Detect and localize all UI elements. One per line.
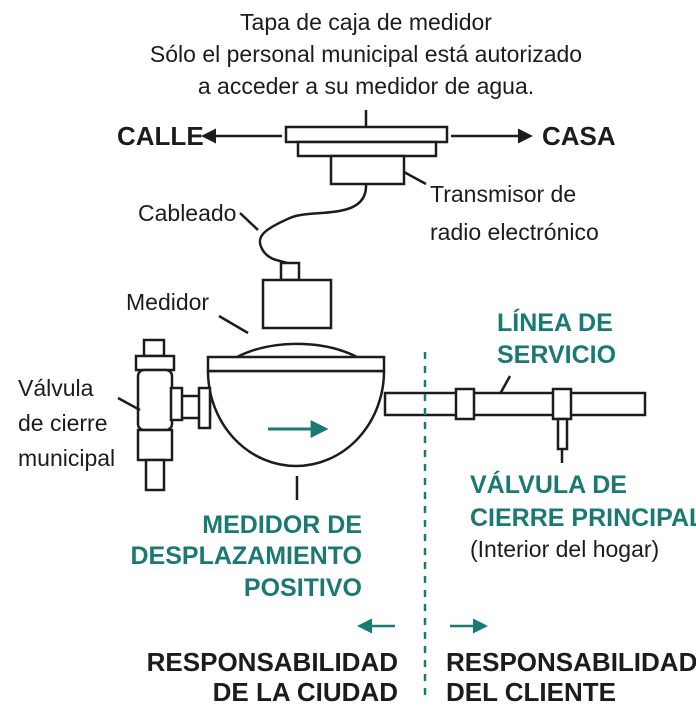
- wiring-cable: [258, 183, 368, 266]
- house-label: CASA: [542, 121, 616, 151]
- valve-cap: [142, 338, 166, 358]
- valve-outlet: [169, 386, 184, 422]
- meter-box-lid: [284, 125, 449, 144]
- meter-label: Medidor: [126, 289, 209, 315]
- main-valve-label-line3: (Interior del hogar): [470, 536, 659, 562]
- wiring-leader-line: [239, 212, 259, 231]
- valve-pipe-down: [144, 458, 166, 492]
- service-coupling: [454, 387, 476, 421]
- customer-responsibility-line1: RESPONSABILIDAD: [446, 647, 696, 677]
- municipal-valve-label-line3: municipal: [18, 445, 115, 471]
- lid-label-line2: Sólo el personal municipal está autoriza…: [150, 41, 582, 67]
- main-valve-label-line2: CIERRE PRINCIPAL: [470, 504, 696, 532]
- street-label: CALLE: [117, 121, 204, 151]
- wiring-label: Cableado: [138, 200, 236, 226]
- pd-meter-label-line2: DESPLAZAMIENTO: [131, 542, 363, 570]
- meter-leader-line: [218, 314, 249, 335]
- pd-meter-label-line3: POSITIVO: [244, 574, 362, 602]
- transmitter-leader-line: [403, 170, 427, 186]
- municipal-valve-label-line2: de cierre: [18, 410, 107, 436]
- customer-responsibility-line2: DEL CLIENTE: [446, 677, 616, 705]
- main-valve-body: [551, 387, 573, 421]
- city-responsibility-line1: RESPONSABILIDAD: [147, 647, 398, 677]
- valve-body: [136, 368, 174, 432]
- service-line-label-line1: LÍNEA DE: [497, 308, 613, 337]
- meter-top-nub: [279, 261, 301, 282]
- meter-body: [206, 369, 386, 468]
- main-valve-stem: [556, 417, 569, 451]
- service-pipe: [383, 391, 647, 417]
- transmitter-label-line2: radio electrónico: [430, 219, 599, 245]
- municipal-valve-leader-line: [117, 396, 141, 412]
- service-line-label-line2: SERVICIO: [497, 341, 616, 369]
- main-valve-label-line1: VÁLVULA DE: [470, 470, 627, 499]
- lid-label-line1: Tapa de caja de medidor: [240, 9, 492, 35]
- lid-rim: [296, 140, 438, 158]
- meter-inlet-coupler: [197, 386, 212, 430]
- lid-label-line3: a acceder a su medidor de agua.: [198, 73, 534, 99]
- service-line-leader-line: [498, 375, 512, 395]
- meter-head: [261, 278, 333, 330]
- transmitter-label-line1: Transmisor de: [430, 181, 576, 207]
- pd-meter-label-line1: MEDIDOR DE: [202, 511, 362, 539]
- radio-transmitter: [329, 154, 406, 186]
- valve-stem-lower: [136, 428, 174, 462]
- valve-bonnet: [134, 354, 176, 372]
- municipal-valve-label-line1: Válvula: [18, 375, 94, 401]
- meter-flange: [206, 355, 386, 373]
- city-responsibility-line2: DE LA CIUDAD: [213, 677, 398, 705]
